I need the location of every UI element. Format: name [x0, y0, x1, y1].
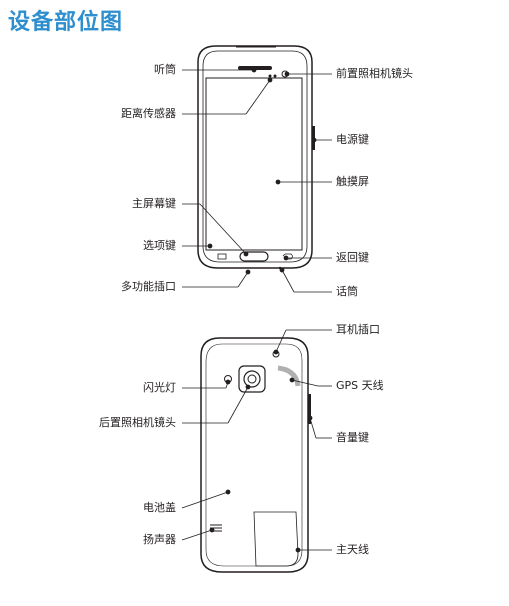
label-volume-key: 音量键 — [336, 431, 369, 444]
label-gps-antenna: GPS 天线 — [336, 379, 384, 392]
label-headset-jack: 耳机插口 — [336, 323, 380, 336]
label-proximity-sensor: 距离传感器 — [121, 107, 176, 120]
proximity-sensor-dot — [268, 74, 272, 78]
label-multipurpose-jack: 多功能插口 — [121, 280, 176, 293]
back-callouts — [181, 329, 332, 553]
label-touch-screen: 触摸屏 — [336, 175, 369, 188]
label-menu-key: 选项键 — [143, 239, 176, 252]
back-phone-inner-edge — [205, 343, 303, 567]
label-back-key: 返回键 — [336, 251, 369, 264]
menu-key-glyph — [217, 253, 227, 260]
front-phone-illustration — [197, 45, 315, 270]
front-callouts — [182, 67, 332, 293]
label-main-antenna: 主天线 — [336, 543, 369, 556]
touch-screen — [205, 77, 303, 251]
label-rear-camera: 后置照相机镜头 — [99, 416, 176, 429]
front-phone-bezel — [202, 50, 308, 263]
label-battery-cover: 电池盖 — [143, 501, 176, 514]
home-key-shape — [239, 251, 269, 262]
gps-antenna-area — [277, 365, 301, 387]
front-phone-body — [197, 45, 313, 269]
label-front-camera: 前置照相机镜头 — [336, 67, 413, 80]
volume-key-shape — [308, 394, 311, 424]
back-key-glyph — [282, 253, 293, 260]
rear-camera-lens — [247, 374, 257, 384]
label-earpiece: 听筒 — [154, 63, 176, 76]
label-flash: 闪光灯 — [143, 381, 176, 394]
page-title: 设备部位图 — [8, 10, 124, 35]
label-home-key: 主屏幕键 — [132, 197, 176, 210]
back-phone-body — [200, 337, 309, 573]
label-power-key: 电源键 — [336, 133, 369, 146]
label-microphone: 话筒 — [336, 285, 358, 298]
label-speaker: 扬声器 — [143, 533, 176, 546]
main-antenna-area — [253, 511, 299, 567]
back-phone-illustration — [200, 337, 311, 573]
rear-camera-module — [238, 365, 266, 393]
